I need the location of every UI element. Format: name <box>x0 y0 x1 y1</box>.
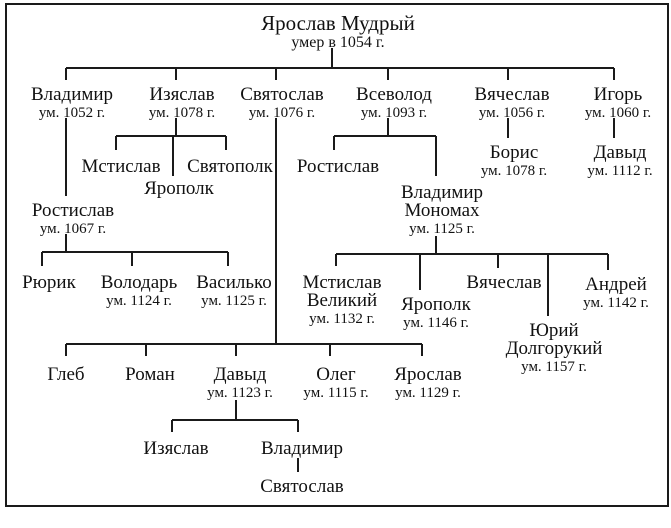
node-date: умер в 1054 г. <box>291 34 385 51</box>
node-date: ум. 1142 г. <box>583 295 649 311</box>
node-name: Олег <box>316 364 356 385</box>
node-name: Ярополк <box>401 294 471 315</box>
diagram-border <box>5 3 669 507</box>
node-yaropolk-izyaslavich: Ярополк <box>126 178 232 199</box>
node-name-line2: Великий <box>306 290 378 311</box>
node-date: ум. 1125 г. <box>409 221 475 237</box>
node-vladimir-olegovich: Владимир <box>248 438 356 459</box>
node-name: Василько <box>196 272 272 293</box>
node-date: ум. 1132 г. <box>309 311 375 327</box>
node-name-line2: Долгорукий <box>505 338 603 359</box>
node-date: ум. 1125 г. <box>201 293 267 309</box>
node-name: Андрей <box>585 274 647 295</box>
node-mstislav-izyaslavich: Мстислав <box>68 156 174 177</box>
node-yaropolk-monomakhovich: Ярополк ум. 1146 г. <box>388 294 484 332</box>
node-name: Борис <box>489 142 539 163</box>
node-name: Ярослав Мудрый <box>261 11 415 35</box>
node-andrei: Андрей ум. 1142 г. <box>568 274 664 312</box>
node-name: Ростислав <box>31 200 115 221</box>
node-name: Игорь <box>593 84 643 105</box>
node-gleb: Глеб <box>36 364 96 385</box>
node-vladimir: Владимир ум. 1052 г. <box>12 84 132 122</box>
node-date: ум. 1112 г. <box>587 163 653 179</box>
node-david-svyatoslavich: Давыд ум. 1123 г. <box>192 364 288 402</box>
node-svyatoslav: Святослав ум. 1076 г. <box>226 84 338 122</box>
node-name: Юрий <box>529 320 579 341</box>
node-igor: Игорь ум. 1060 г. <box>566 84 670 122</box>
node-yuri-dolgoruky: Юрий Долгорукий ум. 1157 г. <box>496 320 612 376</box>
node-date: ум. 1078 г. <box>148 105 216 121</box>
node-name: Давыд <box>213 364 267 385</box>
node-name: Глеб <box>47 364 85 385</box>
node-svyatoslav-olegovich: Святослав <box>248 476 356 497</box>
node-name: Ярополк <box>144 178 214 199</box>
node-rostislav: Ростислав ум. 1067 г. <box>18 200 128 238</box>
node-name: Рюрик <box>22 272 76 293</box>
node-name: Давыд <box>593 142 647 163</box>
node-date: ум. 1078 г. <box>480 163 548 179</box>
node-name: Ростислав <box>296 156 380 177</box>
node-mstislav-veliky: Мстислав Великий ум. 1132 г. <box>294 272 390 328</box>
node-date: ум. 1124 г. <box>106 293 172 309</box>
node-vyacheslav-monomakhovich: Вячеслав <box>456 272 552 293</box>
genealogy-tree: Ярослав Мудрый умер в 1054 г. Владимир у… <box>5 3 670 510</box>
node-name: Мстислав <box>302 272 382 293</box>
node-date: ум. 1157 г. <box>521 359 587 375</box>
node-svyatopolk: Святополк <box>176 156 284 177</box>
node-name: Изяслав <box>149 84 215 105</box>
node-name: Всеволод <box>356 84 432 105</box>
node-name: Вячеслав <box>466 272 542 293</box>
node-david-igorevich: Давыд ум. 1112 г. <box>572 142 668 180</box>
node-name: Святослав <box>260 476 344 497</box>
node-name: Роман <box>125 364 175 385</box>
node-roman: Роман <box>114 364 186 385</box>
node-date: ум. 1052 г. <box>38 105 106 121</box>
node-vyacheslav: Вячеслав ум. 1056 г. <box>456 84 568 122</box>
node-name: Мстислав <box>81 156 161 177</box>
node-yaroslav-mudry: Ярослав Мудрый умер в 1054 г. <box>220 12 456 52</box>
node-date: ум. 1067 г. <box>39 221 107 237</box>
node-rostislav-vsevolodovich: Ростислав <box>286 156 390 177</box>
node-name: Святополк <box>187 156 273 177</box>
node-name: Изяслав <box>143 438 209 459</box>
node-name: Владимир <box>30 84 114 105</box>
node-volodar: Володарь ум. 1124 г. <box>86 272 192 310</box>
node-vasilko: Василько ум. 1125 г. <box>186 272 282 310</box>
node-date: ум. 1060 г. <box>584 105 652 121</box>
node-name: Святослав <box>240 84 324 105</box>
node-oleg: Олег ум. 1115 г. <box>288 364 384 402</box>
node-date: ум. 1146 г. <box>403 315 469 331</box>
node-date: ум. 1056 г. <box>478 105 546 121</box>
node-yaroslav-svyatoslavich: Ярослав ум. 1129 г. <box>380 364 476 402</box>
node-date: ум. 1076 г. <box>248 105 316 121</box>
node-name: Вячеслав <box>474 84 550 105</box>
node-ryurik: Рюрик <box>16 272 82 293</box>
node-boris: Борис ум. 1078 г. <box>466 142 562 180</box>
node-vsevolod: Всеволод ум. 1093 г. <box>338 84 450 122</box>
node-name: Владимир <box>260 438 344 459</box>
node-date: ум. 1123 г. <box>207 385 273 401</box>
node-izyaslav: Изяслав ум. 1078 г. <box>128 84 236 122</box>
node-date: ум. 1115 г. <box>303 385 369 401</box>
node-date: ум. 1093 г. <box>360 105 428 121</box>
node-vladimir-monomakh: Владимир Мономах ум. 1125 г. <box>378 182 506 238</box>
node-name-line2: Мономах <box>404 200 480 221</box>
node-izyaslav-olegovich: Изяслав <box>128 438 224 459</box>
node-date: ум. 1129 г. <box>395 385 461 401</box>
node-name: Ярослав <box>394 364 462 385</box>
node-name: Володарь <box>100 272 178 293</box>
node-name: Владимир <box>400 182 484 203</box>
